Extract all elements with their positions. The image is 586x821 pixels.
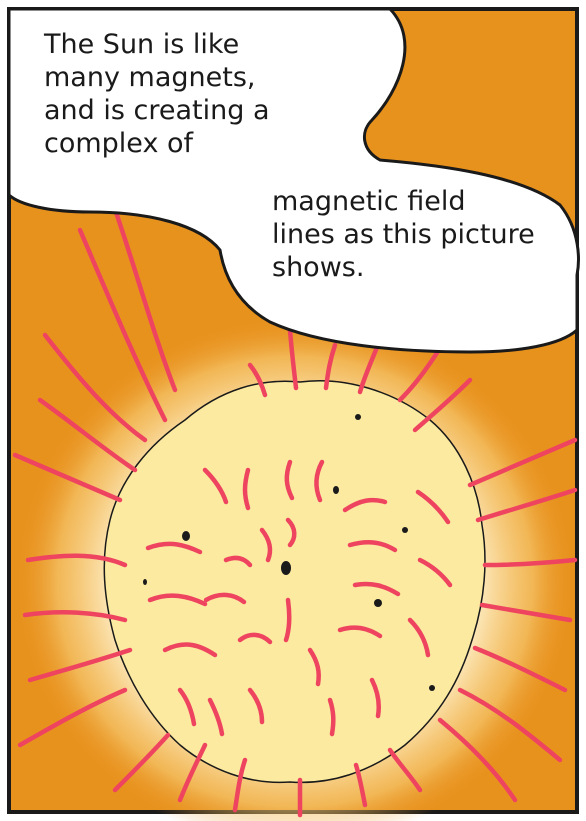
caption-part2: magnetic field lines as this picture sho… [272,185,572,284]
sun-core [104,381,485,783]
caption-part1: The Sun is like many magnets, and is cre… [44,28,344,160]
